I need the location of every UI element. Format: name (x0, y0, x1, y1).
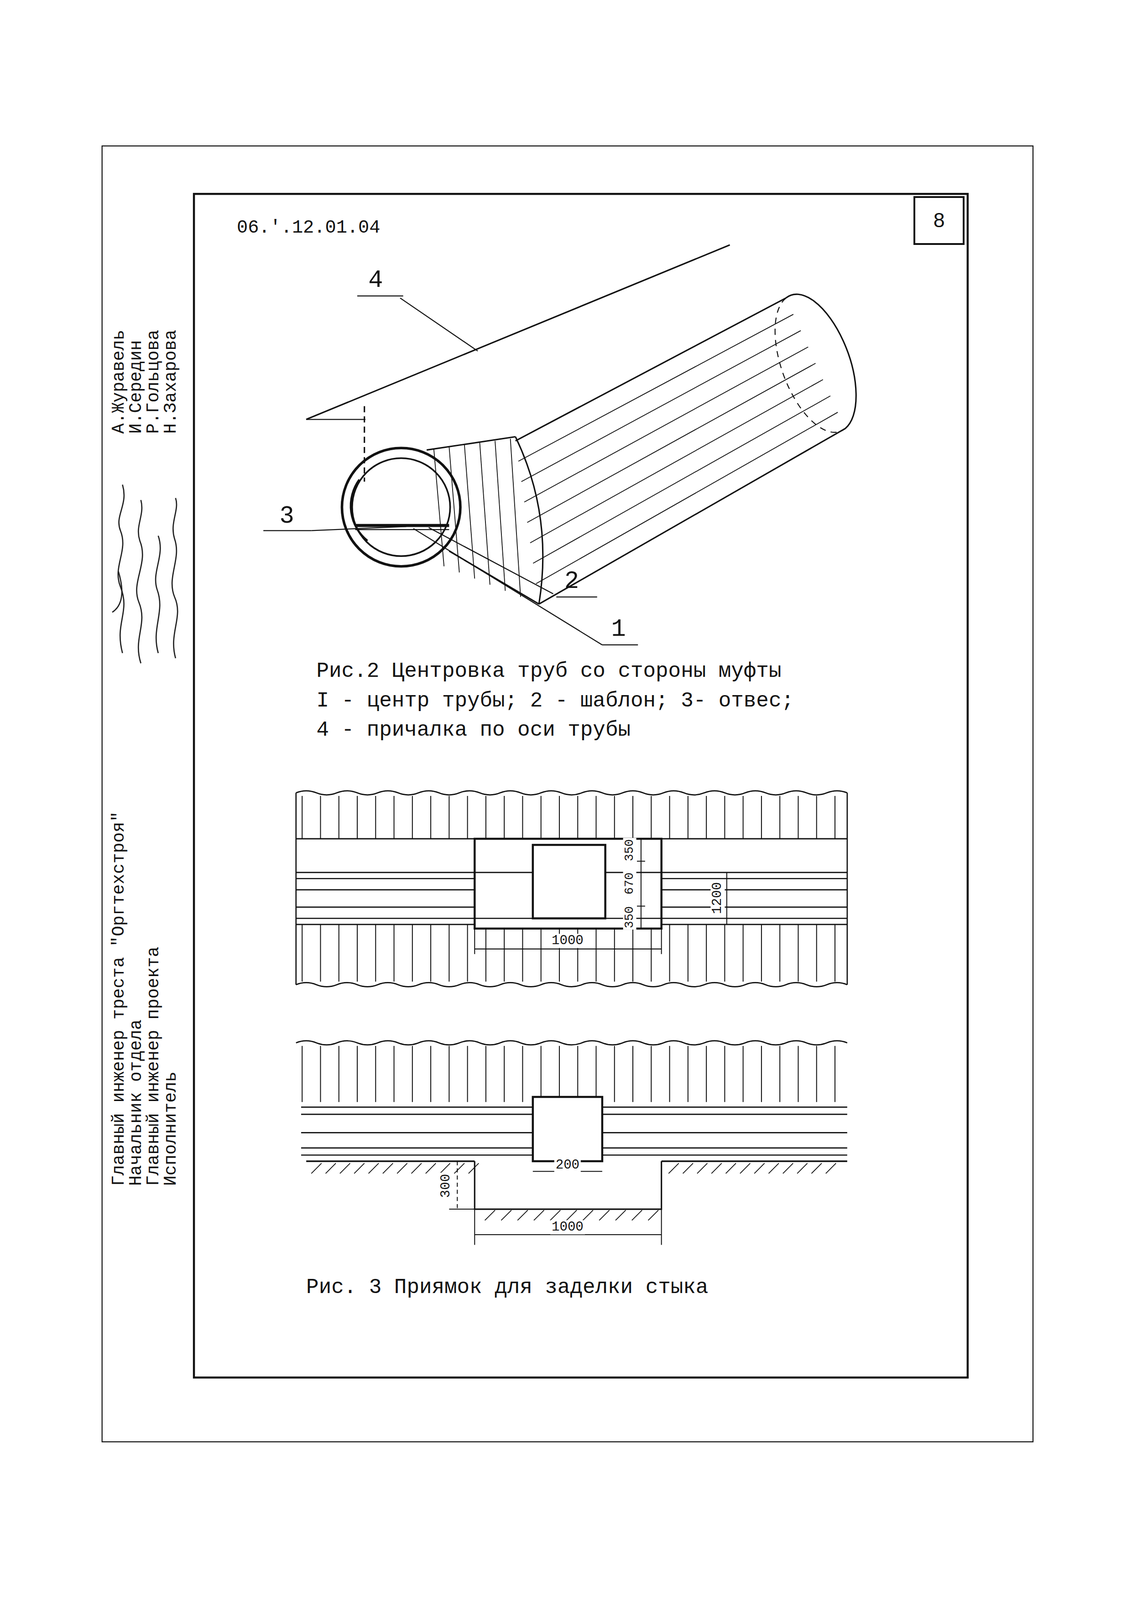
stamp-title: Начальник отдела (127, 1019, 146, 1187)
dimension: 1200 (710, 881, 725, 916)
stamp-title: Главный инженер проекта (145, 946, 163, 1187)
figure-caption: Рис. 3 Приямок для заделки стыка (306, 1278, 709, 1299)
sheet-number-box: 8 (913, 196, 965, 246)
figure-caption: Рис.2 Центровка труб со стороны муфты (316, 661, 782, 683)
stamp-name: Н.Захарова (162, 329, 180, 434)
callout-number: 2 (564, 569, 580, 595)
stamp-title: Главный инженер треста "Оргтехстроя" (110, 811, 128, 1187)
frames (102, 146, 1033, 1443)
dimension: 1000 (550, 1220, 585, 1236)
callout-number: 1 (611, 617, 626, 642)
legend-line: 4 - причалка по оси трубы (316, 720, 631, 742)
signatures (112, 485, 178, 664)
stamp-name: А.Журавель (110, 329, 128, 434)
callout-number: 3 (279, 504, 294, 529)
legend-line: I - центр трубы; 2 - шаблон; 3- отвес; (316, 691, 794, 713)
stamp-title: Исполнитель (162, 1071, 180, 1187)
dimension: 300 (438, 1172, 454, 1200)
dimension: 350 (623, 905, 637, 930)
sheet-number: 8 (933, 210, 945, 231)
pit-illustration (296, 791, 848, 1246)
dimension: 670 (623, 871, 637, 897)
pipe-illustration (263, 245, 856, 646)
stamp-name: Р.Гольцова (145, 329, 163, 434)
sheet-code: 06.'.12.01.04 (236, 218, 381, 237)
callout-number: 4 (368, 268, 383, 293)
dimension: 350 (623, 837, 637, 863)
dimension: 200 (554, 1158, 581, 1173)
stamp-name: И.Середин (127, 340, 146, 434)
dimension: 1000 (550, 933, 585, 949)
